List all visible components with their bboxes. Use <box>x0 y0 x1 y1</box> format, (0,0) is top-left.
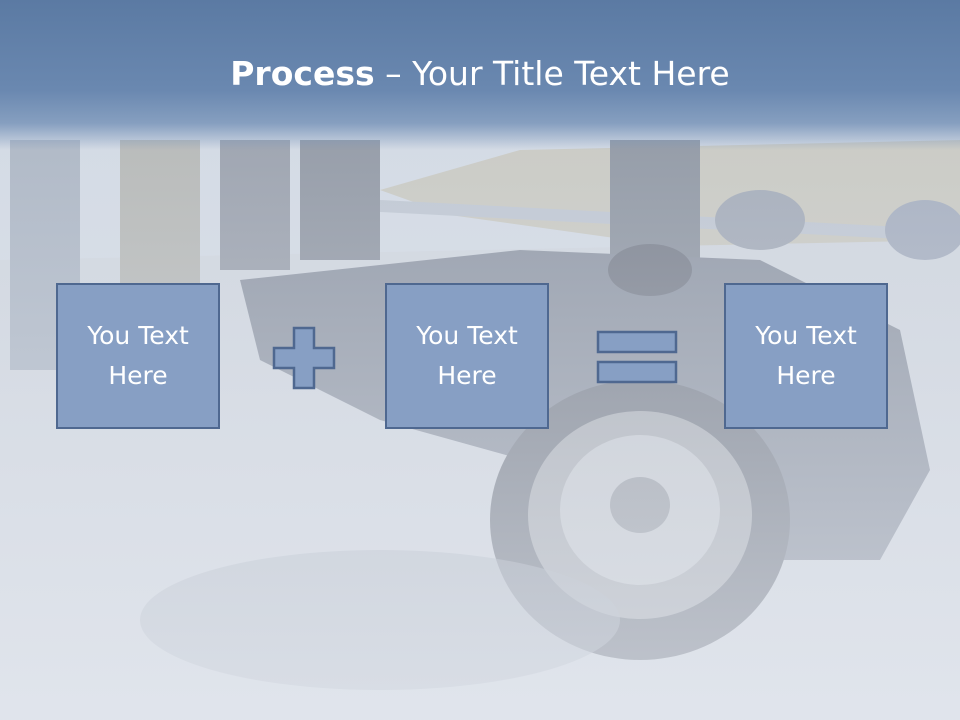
title-rest-text: – Your Title Text Here <box>374 54 730 93</box>
process-box-1-text: You Text Here <box>87 321 189 390</box>
plus-icon <box>272 326 336 390</box>
process-box-3-text: You Text Here <box>755 321 857 390</box>
title-bar <box>0 0 960 150</box>
process-box-1[interactable]: You Text Here <box>56 283 220 429</box>
slide-title[interactable]: Process – Your Title Text Here <box>0 52 960 96</box>
process-box-2-text: You Text Here <box>416 321 518 390</box>
equals-icon <box>596 330 678 384</box>
process-box-3[interactable]: You Text Here <box>724 283 888 429</box>
process-box-2[interactable]: You Text Here <box>385 283 549 429</box>
title-bold-text: Process <box>230 54 375 93</box>
